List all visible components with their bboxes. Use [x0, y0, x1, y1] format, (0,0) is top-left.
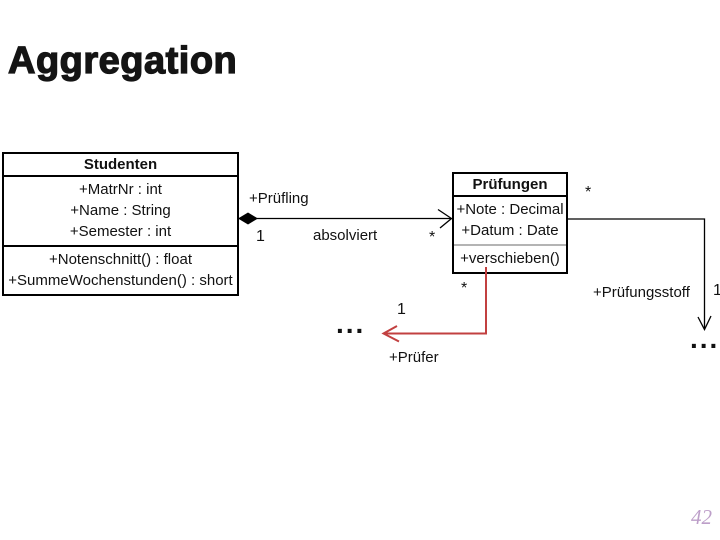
multiplicity-absolviert-target: * — [429, 229, 436, 246]
ellipsis-left: ... — [336, 308, 366, 339]
aggregation-diamond — [238, 212, 258, 225]
attribute-semester: +Semester : int — [69, 223, 172, 240]
ellipsis-right: ... — [690, 323, 720, 354]
absolviert-arrowhead-icon — [437, 208, 453, 229]
role-label-pruefling: +Prüfling — [249, 190, 309, 207]
multiplicity-pruefer-target: 1 — [397, 301, 406, 318]
pruefungsstoff-association-line — [568, 218, 706, 328]
attribute-name: +Name : String — [70, 202, 171, 219]
class-box-pruefungen: Prüfungen +Note : Decimal +Datum : Date … — [452, 172, 568, 274]
multiplicity-pruefungsstoff-target: 1 — [713, 282, 720, 299]
multiplicity-pruefungsstoff-source: * — [585, 184, 592, 201]
slide-title: Aggregation — [7, 39, 238, 82]
class-methods-pruefungen: +verschieben() — [454, 246, 566, 272]
page-number: 42 — [691, 505, 712, 529]
multiplicity-pruefer-source: * — [461, 280, 468, 297]
class-box-studenten: Studenten +MatrNr : int +Name : String +… — [2, 152, 239, 296]
method-notenschnitt: +Notenschnitt() : float — [49, 251, 192, 268]
class-methods-studenten: +Notenschnitt() : float +SummeWochenstun… — [4, 247, 237, 294]
attribute-note: +Note : Decimal — [456, 201, 564, 218]
attribute-datum: +Datum : Date — [461, 222, 559, 239]
role-label-pruefer: +Prüfer — [389, 349, 439, 366]
association-name-absolviert: absolviert — [313, 227, 378, 244]
method-verschieben: +verschieben() — [460, 250, 560, 267]
class-attributes-pruefungen: +Note : Decimal +Datum : Date — [454, 197, 566, 246]
class-name-studenten: Studenten — [4, 154, 237, 177]
method-summewochenstunden: +SummeWochenstunden() : short — [8, 272, 233, 289]
pruefer-arrowhead-icon — [381, 325, 400, 343]
class-name-pruefungen: Prüfungen — [454, 174, 566, 197]
class-attributes-studenten: +MatrNr : int +Name : String +Semester :… — [4, 177, 237, 247]
role-label-pruefungsstoff: +Prüfungsstoff — [593, 284, 690, 301]
attribute-matrnr: +MatrNr : int — [79, 181, 162, 198]
multiplicity-absolviert-source: 1 — [256, 228, 265, 245]
